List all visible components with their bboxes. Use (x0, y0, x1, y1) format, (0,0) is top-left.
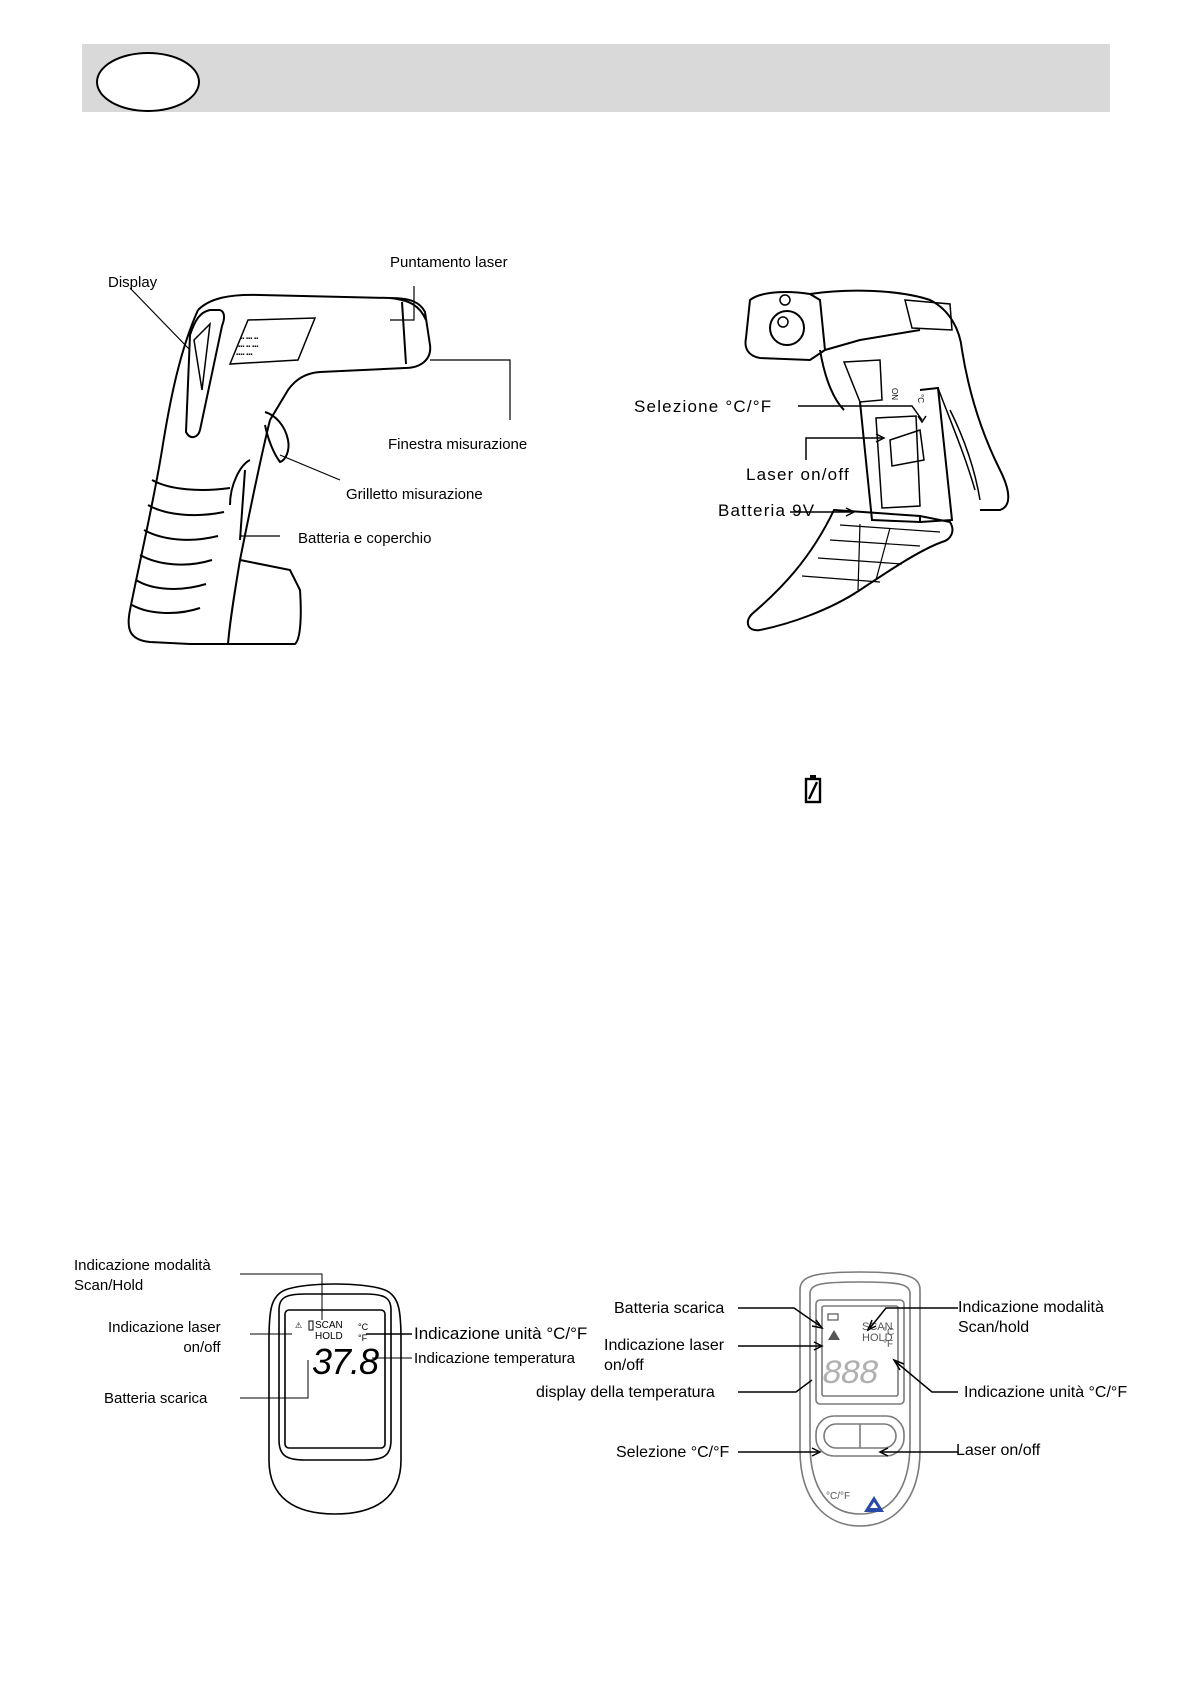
label-trigger: Grilletto misurazione (346, 486, 483, 503)
label-unit-select-b: Selezione °C/°F (616, 1444, 730, 1461)
label-unit-a: Indicazione unità °C/°F (414, 1324, 588, 1343)
label-laser-pointer: Puntamento laser (390, 254, 508, 271)
lcd-a-unit-f: °F (358, 1333, 368, 1343)
label-laser-b: Indicazione laser on/off (604, 1336, 724, 1376)
label-mode-b: Indicazione modalità Scan/hold (958, 1298, 1104, 1338)
svg-text:⚠: ⚠ (295, 1321, 302, 1330)
lcd-b-scan: SCAN (862, 1321, 893, 1333)
label-battery-9v: Batteria 9V (718, 501, 816, 520)
label-temp-display-b: display della temperatura (536, 1384, 715, 1401)
label-battery-low-b: Batteria scarica (614, 1300, 725, 1317)
label-laser-toggle-b: Laser on/off (956, 1442, 1041, 1459)
lcd-a-reading: 37.8 (312, 1341, 379, 1382)
label-temperature-a: Indicazione temperatura (414, 1350, 575, 1367)
lcd-a-scan: SCAN (315, 1320, 343, 1331)
thermometer-side-illustration: ▪▪ ▪▪▪ ▪▪ ▪▪▪ ▪▪ ▪▪▪ ▪▪▪▪ ▪▪▪ (127, 293, 432, 645)
label-battery-cover: Batteria e coperchio (298, 530, 432, 547)
header-bar (82, 44, 1110, 112)
label-mode-a: Indicazione modalità Scan/Hold (74, 1256, 211, 1296)
label-laser-b-text: Indicazione laser on/off (604, 1337, 725, 1374)
label-laser-a: Indicazione laser on/off (108, 1318, 221, 1358)
label-display: Display (108, 274, 158, 291)
lcd-b-digits: 888 (822, 1356, 879, 1394)
svg-text:▪▪ ▪▪▪ ▪▪: ▪▪ ▪▪▪ ▪▪ (240, 336, 258, 342)
label-battery-low-a: Batteria scarica (104, 1390, 208, 1407)
button-unit-label: °C/°F (826, 1491, 851, 1502)
lcd-a-unit-c: °C (358, 1322, 369, 1332)
switch-label-on: ON (890, 388, 899, 400)
display-device-b-illustration (799, 1271, 921, 1527)
label-measure-window: Finestra misurazione (388, 436, 528, 453)
label-mode-a-text: Indicazione modalità Scan/Hold (74, 1257, 211, 1294)
figure3-leader-lines (240, 1273, 412, 1399)
switch-label-c: °C (916, 394, 925, 403)
figure2-leader-lines (790, 405, 927, 517)
label-unit-select: Selezione °C/°F (634, 397, 773, 416)
thermometer-battery-open-illustration: ON °C (744, 289, 1010, 632)
language-badge-oval (96, 52, 200, 112)
lcd-b-unit-c: °C (883, 1327, 895, 1338)
svg-text:▪▪▪ ▪▪ ▪▪▪: ▪▪▪ ▪▪ ▪▪▪ (238, 344, 258, 350)
lcd-b-unit-f: °F (883, 1339, 894, 1350)
lcd-b-hold: HOLD (862, 1332, 893, 1344)
label-unit-b: Indicazione unità °C/°F (964, 1384, 1128, 1401)
figure4-leader-lines (738, 1307, 958, 1457)
label-laser-a-text: Indicazione laser on/off (108, 1319, 221, 1356)
display-device-a-illustration: ⚠ (268, 1283, 402, 1515)
label-mode-b-text: Indicazione modalità Scan/hold (958, 1299, 1104, 1336)
lcd-a-hold: HOLD (315, 1331, 343, 1342)
figure1-leader-lines (129, 286, 511, 537)
low-battery-icon (804, 775, 822, 804)
label-laser-toggle: Laser on/off (746, 465, 850, 484)
svg-text:▪▪▪▪ ▪▪▪: ▪▪▪▪ ▪▪▪ (236, 352, 253, 358)
